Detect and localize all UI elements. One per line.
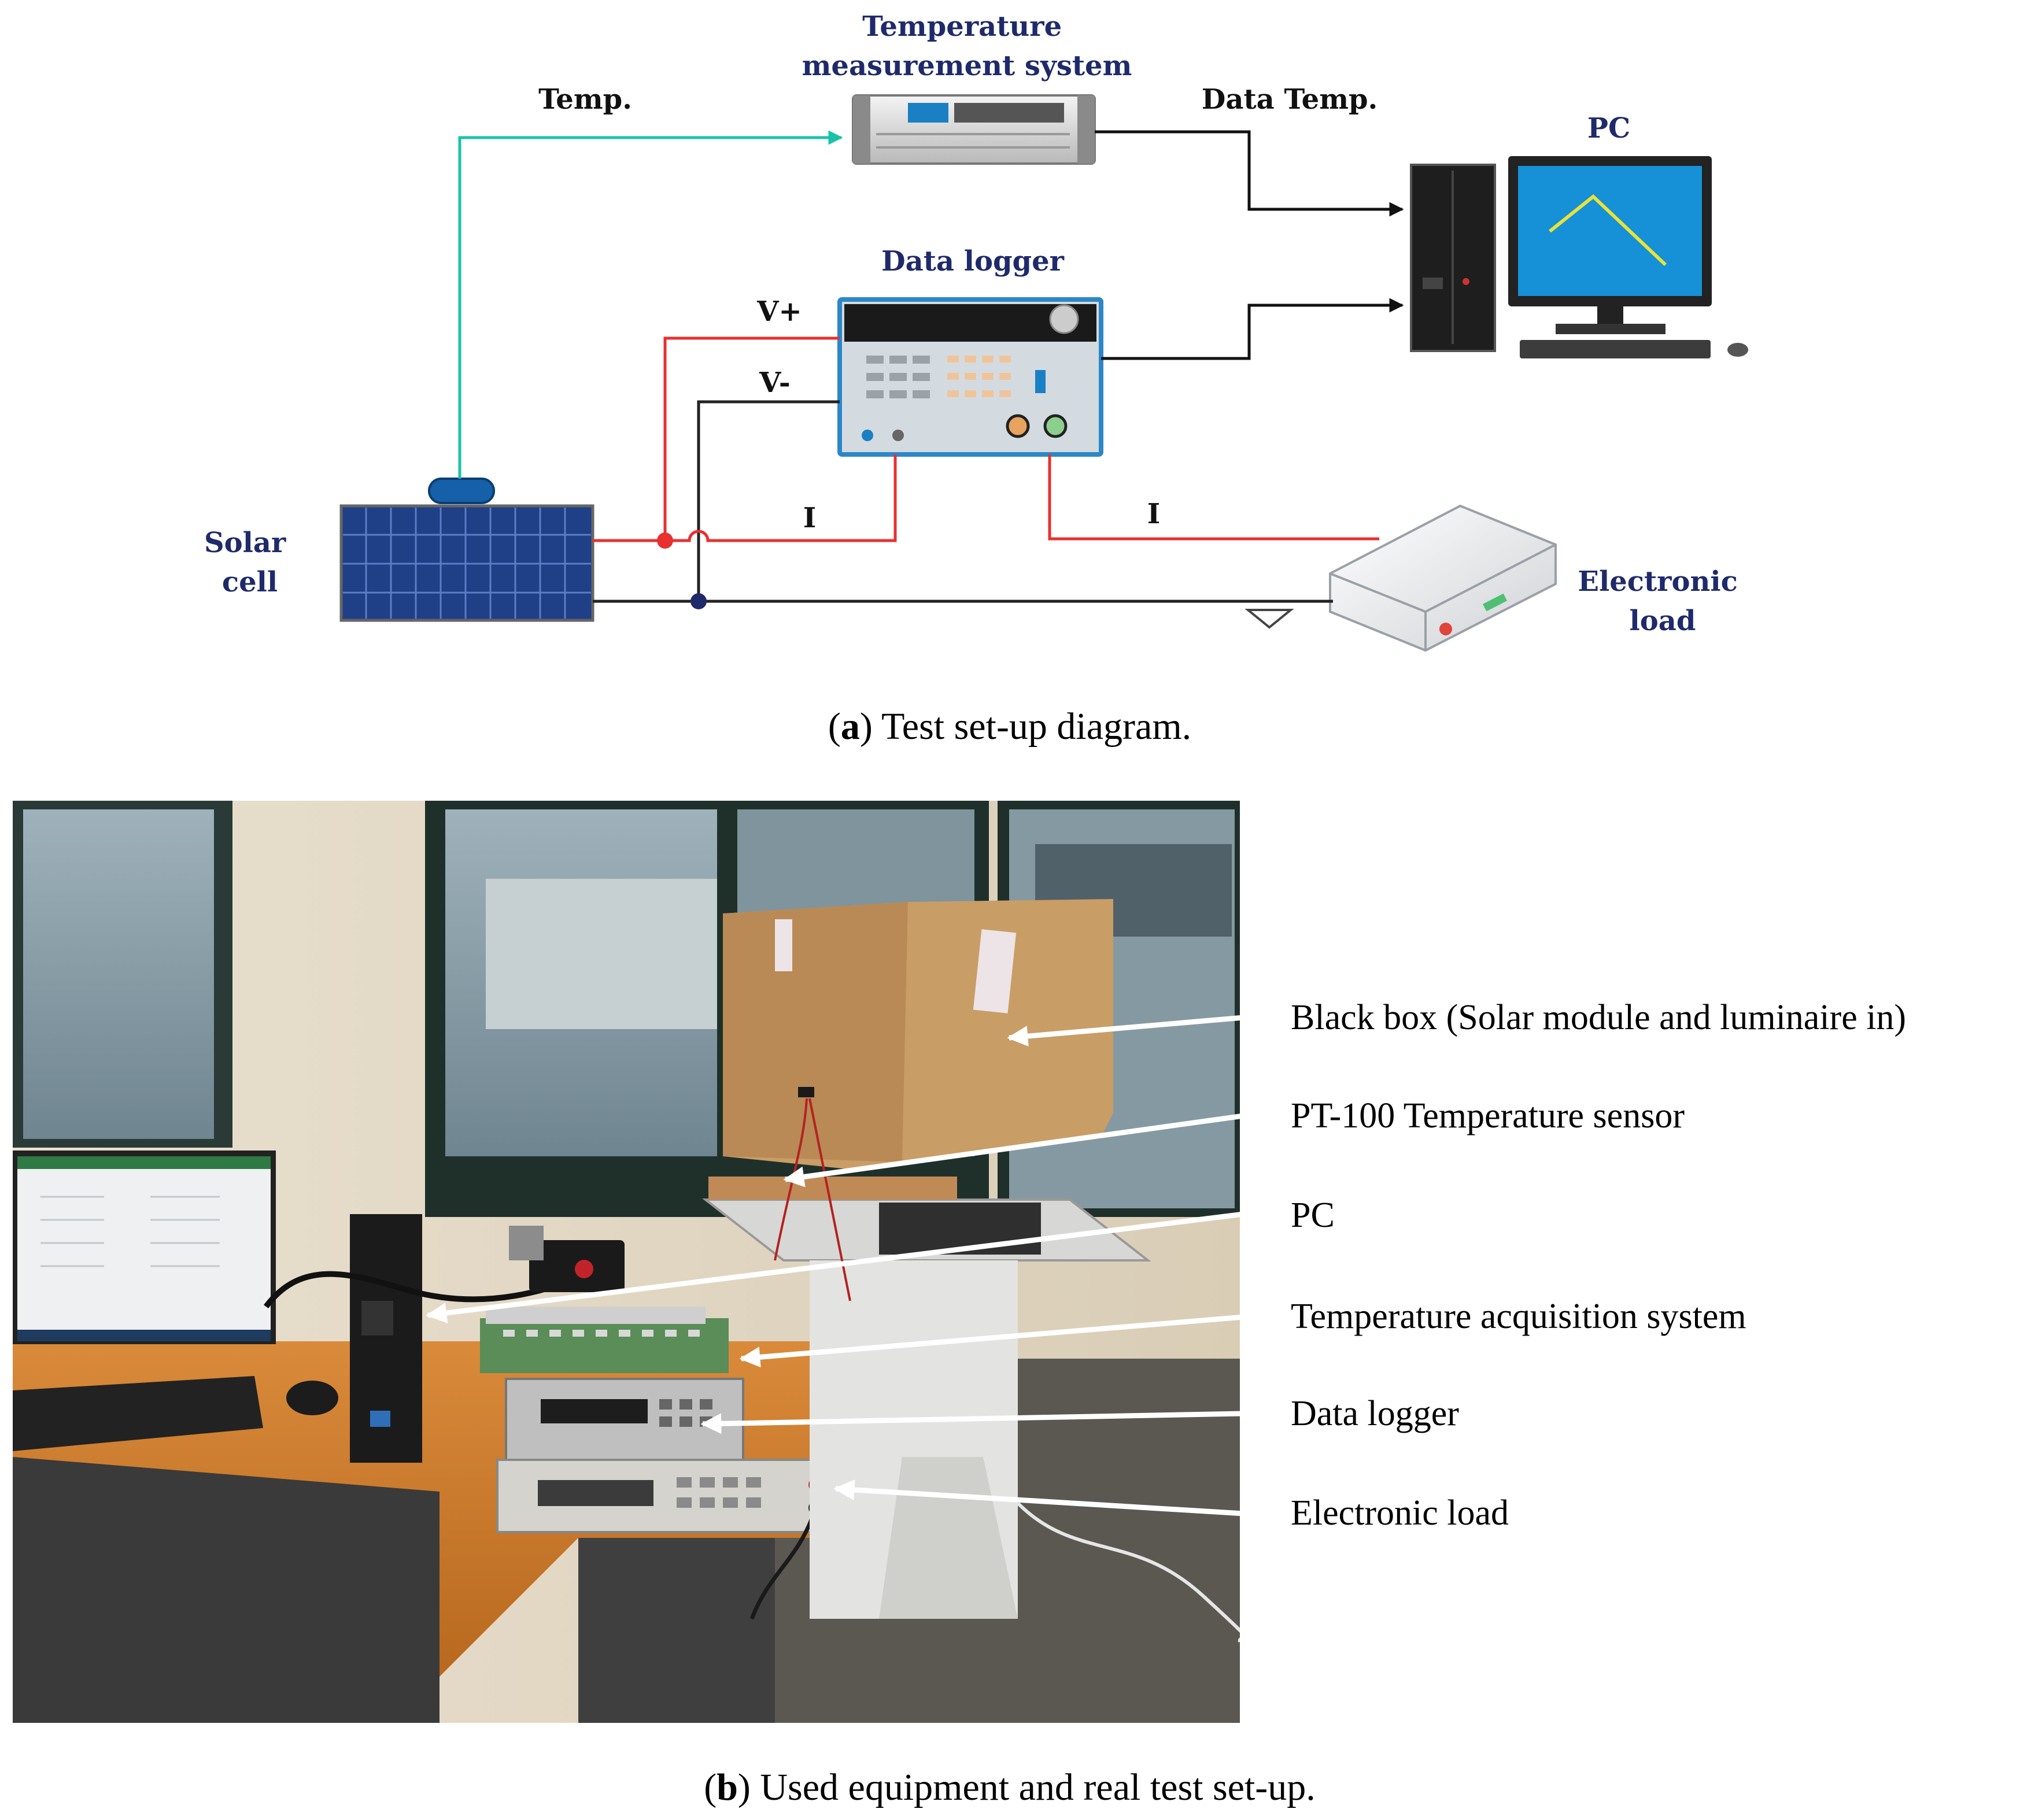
current-label-left: I (803, 502, 816, 534)
pc-computer (1410, 156, 1748, 358)
solar-cell-label-line1: Solar (204, 527, 286, 559)
ground-junction-dot (690, 593, 707, 609)
photo-callout-arrows (426, 1015, 1244, 1516)
black-box-label: Black box (Solar module and luminaire in… (1291, 998, 1906, 1037)
electronic-load-label-line2: load (1630, 605, 1696, 637)
photo-labels: Black box (Solar module and luminaire in… (1291, 998, 1906, 1533)
electronic-load-photo-label: Electronic load (1291, 1493, 1509, 1533)
temp-wire (458, 130, 843, 479)
pt100-sensor-label: PT-100 Temperature sensor (1291, 1096, 1685, 1135)
data-temp-signal-label: Data Temp. (1202, 83, 1378, 116)
temp-signal-label: Temp. (538, 83, 632, 116)
temperature-measurement-system-device (852, 94, 1096, 165)
pc-label: PC (1587, 112, 1630, 145)
v-plus-label: V+ (756, 295, 802, 328)
logger-data-wire (1101, 298, 1404, 360)
data-logger-label: Data logger (881, 245, 1065, 278)
wiring (458, 130, 1404, 629)
caption-a-letter: a (841, 705, 860, 748)
solar-cell-label-line2: cell (222, 566, 278, 598)
positive-junction-dot (657, 532, 673, 549)
caption-b: (b) Used equipment and real test set-up. (704, 1766, 1316, 1808)
electronic-load-label-line1: Electronic (1578, 565, 1737, 598)
temp-system-label: Temperature measurement system (802, 10, 1132, 82)
temp-system-label-line2: measurement system (802, 50, 1132, 82)
electronic-load-label: Electronic load (1578, 565, 1747, 637)
current-wire-left (593, 454, 897, 542)
v-plus-wire (663, 336, 840, 541)
v-minus-label: V- (759, 367, 791, 399)
v-minus-wire (697, 400, 840, 601)
caption-b-letter: b (717, 1766, 738, 1808)
data-logger-photo-label: Data logger (1291, 1394, 1459, 1433)
current-wire-right (1048, 454, 1379, 541)
solar-cell-device (339, 478, 594, 622)
ground-symbol (1245, 609, 1294, 629)
setup-photo (13, 801, 1244, 1723)
pc-photo-label: PC (1291, 1196, 1335, 1235)
caption-a: (a) Test set-up diagram. (828, 705, 1191, 748)
temp-system-label-line1: Temperature (862, 10, 1062, 43)
temp-acquisition-label: Temperature acquisition system (1291, 1297, 1746, 1336)
data-logger-device (837, 297, 1103, 457)
diagram-panel: Temperature measurement system PC Data l… (204, 10, 1748, 652)
caption-a-text: Test set-up diagram. (873, 705, 1191, 748)
solar-cell-label: Solar cell (204, 527, 296, 598)
data-temp-wire (1095, 130, 1404, 217)
current-label-right: I (1147, 498, 1160, 530)
electronic-load-device (1329, 504, 1557, 652)
caption-b-text: Used equipment and real test set-up. (751, 1766, 1316, 1808)
